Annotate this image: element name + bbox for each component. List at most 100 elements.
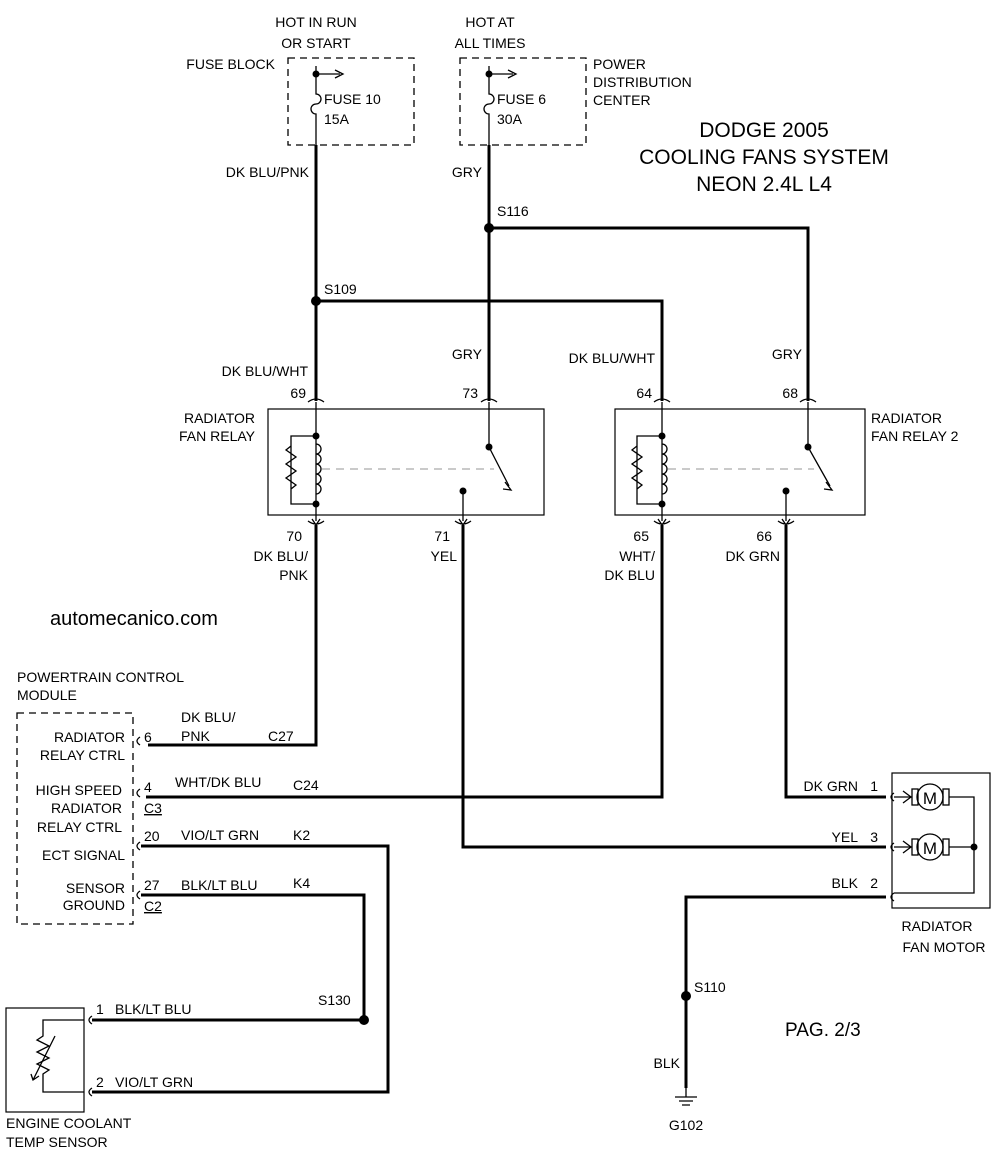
pcm-name-2: MODULE	[17, 687, 77, 703]
relay-1-name-1: RADIATOR	[184, 410, 255, 426]
website-watermark: automecanico.com	[50, 608, 218, 630]
pcm-high-speed-3: RELAY CTRL	[37, 819, 122, 835]
engine-coolant-temp-sensor: ENGINE COOLANT TEMP SENSOR	[5, 1007, 132, 1150]
pcm-sensor-ground-2: GROUND	[63, 897, 125, 913]
motor-input-arrows	[902, 790, 913, 854]
pdc-hot-label-2: ALL TIMES	[455, 35, 526, 51]
radiator-fan-relay-2: 64 68 65 66 RADIATOR FAN RELAY 2	[614, 385, 959, 544]
relay-1-switch-pivot	[485, 443, 493, 451]
splice-s130-label: S130	[318, 992, 351, 1008]
page-number: PAG. 2/3	[785, 1020, 861, 1041]
sensor-wires: S130 1 BLK/LT BLU 2 VIO/LT GRN	[92, 844, 390, 1094]
pcm-rad-relay-ctrl-1: RADIATOR	[54, 729, 125, 745]
pcm-pin-20: 20	[144, 828, 160, 844]
pcm-pin-27: 27	[144, 877, 160, 893]
relay-2-coil-symbol	[661, 443, 668, 495]
pcm-sensor-ground-1: SENSOR	[66, 880, 125, 896]
pcm-connector-6	[136, 736, 141, 746]
wire-label-sensor2: VIO/LT GRN	[115, 1074, 193, 1090]
pin-64: 64	[636, 385, 652, 401]
wire-s109-to-relay2	[316, 299, 664, 401]
wire-label-fuse6-out: GRY	[452, 164, 483, 180]
motor-2-label: M	[923, 839, 937, 858]
relay-1-switch-blade	[488, 402, 510, 487]
pcm-connector-4	[136, 788, 141, 798]
pcm-high-speed-2: RADIATOR	[51, 800, 122, 816]
wire-label-motor1: DK GRN	[804, 778, 858, 794]
pcm-pin-4: 4	[144, 779, 152, 795]
circuit-k4: K4	[293, 875, 310, 891]
wire-label-ground: BLK	[654, 1055, 681, 1071]
motor-internal-node	[970, 843, 978, 851]
motor-1-brush-right	[942, 788, 950, 806]
ground-symbol	[675, 1088, 697, 1106]
connector-69	[307, 398, 325, 403]
splice-s130	[359, 1015, 369, 1025]
pin-69: 69	[290, 385, 306, 401]
connector-68	[799, 398, 817, 403]
sensor-name-1: ENGINE COOLANT	[6, 1115, 132, 1131]
pcm-connector-c3: C3	[144, 800, 162, 816]
wire-pcm27-to-s130	[141, 893, 366, 1020]
fuse-10-bus-arrow	[316, 69, 345, 79]
motor-2-brush-right	[942, 838, 950, 856]
wire-label-relay2-64: DK BLU/WHT	[569, 350, 656, 366]
ground-g102-label: G102	[669, 1117, 703, 1133]
fuse-10-symbol	[310, 66, 322, 145]
splice-s116-label: S116	[497, 203, 529, 219]
sensor-pin-1: 1	[96, 1001, 104, 1017]
relay-1-suppression-resistor	[284, 435, 316, 505]
pcm-wire-labels: DK BLU/ PNK C27 WHT/DK BLU C24 VIO/LT GR…	[175, 709, 319, 893]
thermistor-arrow	[30, 1035, 56, 1082]
wire-label-relay1-70-b: PNK	[279, 567, 308, 583]
relay-2-switch-pivot	[804, 443, 812, 451]
motor-connectors	[890, 792, 895, 902]
pcm-connector-20	[136, 841, 141, 851]
fuse-6-bus-arrow	[489, 69, 518, 79]
pin-68: 68	[782, 385, 798, 401]
splice-s109	[311, 296, 321, 306]
pcm-outline	[16, 712, 134, 925]
pin-70: 70	[286, 528, 302, 544]
motor-1-brush-left	[911, 788, 919, 806]
pcm-name-1: POWERTRAIN CONTROL	[17, 669, 184, 685]
motor-name-1: RADIATOR	[901, 918, 972, 934]
motor-pin-3: 3	[870, 829, 878, 845]
wire-label-pcm6-b: PNK	[181, 728, 210, 744]
pdc-name-1: POWER	[593, 56, 646, 72]
fuse-6-label: FUSE 6	[497, 91, 546, 107]
diagram-title: DODGE 2005 COOLING FANS SYSTEM NEON 2.4L…	[639, 119, 889, 196]
wire-pcm20-to-sensor2	[92, 844, 390, 1094]
pin-71: 71	[434, 528, 450, 544]
fuse-10-label: FUSE 10	[324, 91, 381, 107]
wire-label-pcm20: VIO/LT GRN	[181, 827, 259, 843]
wire-label-motor3: YEL	[832, 829, 859, 845]
pin-65: 65	[633, 528, 649, 544]
wire-relay2-65-to-pcm4	[146, 525, 664, 799]
wire-relay1-71-to-motor3	[461, 525, 886, 849]
wire-label-sensor1: BLK/LT BLU	[115, 1001, 192, 1017]
wire-label-relay1-69: DK BLU/WHT	[222, 363, 309, 379]
ground-circuit: S110 BLK G102	[654, 895, 886, 1133]
thermistor-symbol	[35, 1019, 84, 1093]
wire-label-relay2-68: GRY	[772, 346, 803, 362]
radiator-fan-motor: 1 3 2 DK GRN YEL BLK M M RADIATOR FAN MO…	[804, 772, 991, 955]
sensor-outline	[5, 1007, 85, 1113]
motor-pin-1: 1	[870, 778, 878, 794]
title-line-3: NEON 2.4L L4	[696, 173, 832, 196]
motor-2-brush-left	[911, 838, 919, 856]
splice-s116	[484, 223, 494, 233]
fuse-10-rating: 15A	[324, 111, 350, 127]
relay-1-outline	[267, 408, 545, 516]
wire-label-motor2: BLK	[832, 875, 859, 891]
connector-64	[653, 398, 671, 403]
wire-label-relay2-66: DK GRN	[726, 548, 780, 564]
power-distribution-center: HOT AT ALL TIMES FUSE 6 30A POWER DISTRI…	[455, 14, 692, 146]
relay-2-suppression-resistor	[630, 435, 662, 505]
pcm-ect-signal: ECT SIGNAL	[42, 847, 125, 863]
wire-s116-to-relay2	[489, 226, 810, 401]
pdc-hot-label-1: HOT AT	[465, 14, 515, 30]
relay-2-switch-arrow	[823, 481, 834, 491]
wire-label-relay1-70-a: DK BLU/	[254, 548, 309, 564]
wire-label-fuse10-out: DK BLU/PNK	[226, 164, 310, 180]
